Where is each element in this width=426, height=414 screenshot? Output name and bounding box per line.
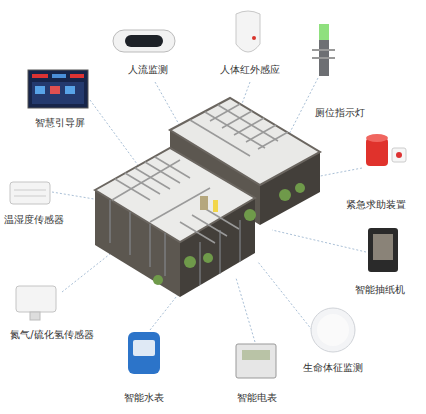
temperature-sensor-icon [10, 182, 50, 204]
emergency-button-icon [366, 134, 406, 166]
indicator-light-icon [312, 24, 335, 76]
device-label: 智能水表 [124, 392, 164, 404]
device-label: 紧急求助装置 [346, 199, 406, 211]
life-monitor-icon [311, 308, 355, 352]
device-label: 智能抽纸机 [355, 284, 405, 296]
device-label: 人流监测 [128, 64, 168, 76]
restroom-building [95, 98, 320, 297]
water-meter-icon [128, 332, 160, 374]
device-label: 人体红外感应 [220, 64, 280, 76]
screen-icon [28, 70, 88, 108]
electric-meter-icon [236, 344, 276, 378]
leader-lines [52, 78, 366, 342]
camera-icon [113, 30, 175, 52]
plants [153, 183, 305, 285]
device-label: 温湿度传感器 [4, 214, 64, 226]
device-label: 智慧引导屏 [35, 117, 85, 129]
device-label: 智能电表 [237, 392, 277, 404]
device-label: 厕位指示灯 [315, 107, 365, 119]
device-label: 生命体征监测 [303, 362, 363, 374]
paper-dispenser-icon [368, 228, 398, 272]
pir-sensor-icon [236, 11, 260, 52]
device-label: 氮气/硫化氢传感器 [10, 329, 93, 341]
gas-sensor-icon [16, 286, 56, 320]
